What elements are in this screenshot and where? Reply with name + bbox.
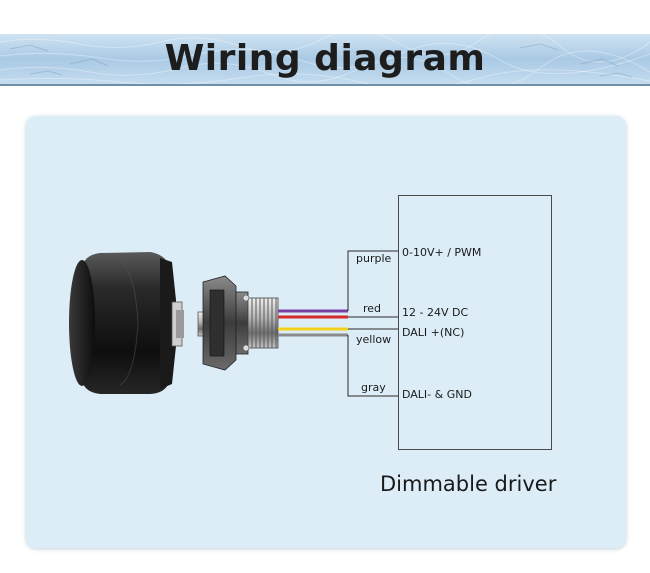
line-gray <box>347 335 398 397</box>
banner-texture <box>0 34 650 84</box>
terminal-dali-plus: DALI +(NC) <box>402 326 465 339</box>
page-title: Wiring diagram <box>164 38 486 79</box>
wire-label-yellow: yellow <box>356 333 392 346</box>
cable-bundle <box>278 309 348 337</box>
wire-label-purple: purple <box>356 252 392 265</box>
terminal-dali-minus-gnd: DALI- & GND <box>402 388 472 401</box>
wire-label-gray: gray <box>361 381 386 394</box>
driver-box <box>398 195 552 450</box>
driver-caption: Dimmable driver <box>380 472 557 496</box>
threaded-connector-icon <box>197 275 279 371</box>
connection-lines <box>347 250 398 397</box>
terminal-12-24v-dc: 12 - 24V DC <box>402 306 469 319</box>
title-banner: Wiring diagram <box>0 34 650 86</box>
terminal-0-10v-pwm: 0-10V+ / PWM <box>402 246 482 259</box>
wire-label-red: red <box>363 302 382 315</box>
sensor-head-icon <box>69 252 184 394</box>
line-purple <box>347 250 398 311</box>
